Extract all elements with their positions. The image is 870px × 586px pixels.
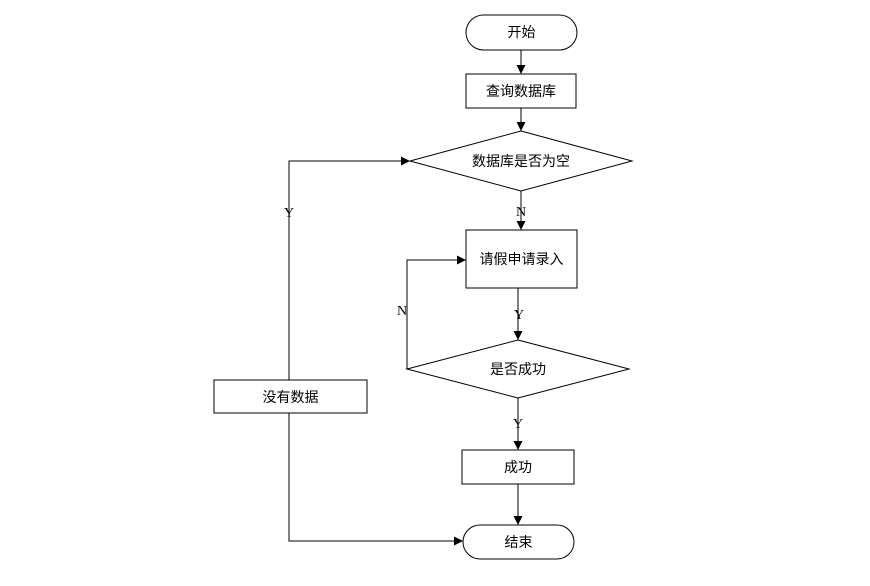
edge-check-retry-loop xyxy=(406,255,466,369)
start-label: 开始 xyxy=(508,25,536,41)
edge-nodata-up-to-decision xyxy=(288,156,410,380)
leave-request-entry-label: 请假申请录入 xyxy=(480,252,564,268)
end-node: 结束 xyxy=(462,524,575,560)
success-decision-label: 是否成功 xyxy=(490,362,546,378)
success-label: 成功 xyxy=(504,460,532,476)
success-node: 成功 xyxy=(461,449,575,485)
edge-label-success-no: N xyxy=(397,304,407,319)
success-decision: 是否成功 xyxy=(405,339,631,399)
edge-label-empty-yes: Y xyxy=(284,206,294,221)
leave-request-entry-node: 请假申请录入 xyxy=(465,229,578,289)
no-data-label: 没有数据 xyxy=(263,390,319,406)
db-empty-decision: 数据库是否为空 xyxy=(408,130,634,192)
edge-label-entry-to-check: Y xyxy=(514,308,524,323)
edge-label-success-yes: Y xyxy=(513,417,523,432)
query-db-node: 查询数据库 xyxy=(465,73,577,109)
edge-nodata-down-to-end xyxy=(288,413,463,546)
query-db-label: 查询数据库 xyxy=(486,84,556,100)
end-label: 结束 xyxy=(505,535,533,551)
edge-label-empty-no: N xyxy=(516,205,526,220)
start-node: 开始 xyxy=(465,14,578,51)
db-empty-label: 数据库是否为空 xyxy=(472,154,570,170)
no-data-node: 没有数据 xyxy=(213,379,368,414)
